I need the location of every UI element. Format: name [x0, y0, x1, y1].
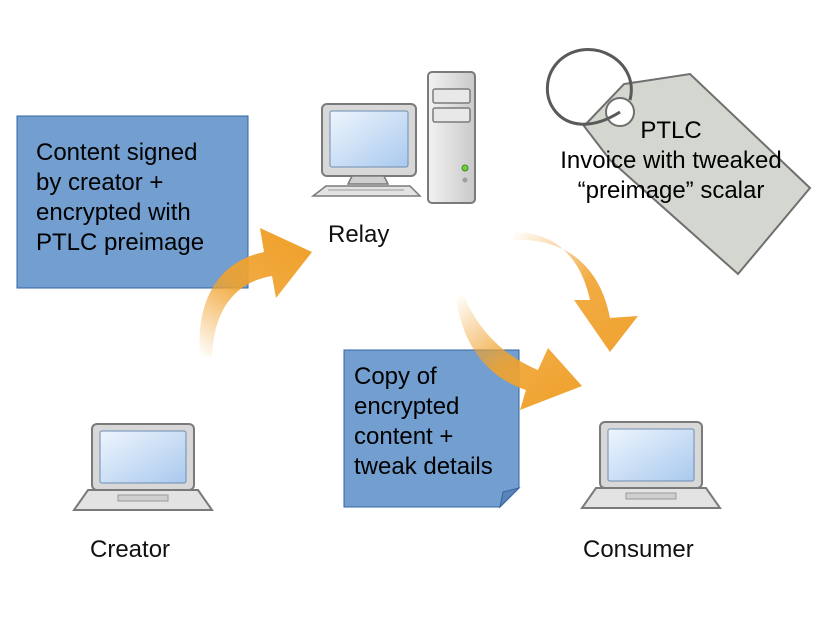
creator-note-box — [16, 115, 249, 289]
consumer-laptop-icon — [580, 421, 722, 509]
arrow-creator-to-relay — [199, 228, 312, 356]
relay-computer-icon — [310, 71, 476, 204]
ptlc-tag-text: PTLC Invoice with tweaked “preimage” sca… — [536, 116, 806, 206]
arrow-relay-note-to-consumer — [456, 296, 582, 410]
tag-line: Invoice with tweaked — [560, 147, 782, 174]
relay-label: Relay — [328, 221, 390, 248]
creator-note-line: by creator + — [36, 169, 164, 196]
ptlc-tag-icon — [545, 48, 812, 276]
relay-note-fold — [499, 487, 521, 509]
arrow-relay-to-consumer — [514, 232, 638, 352]
relay-note-line: content + — [354, 423, 454, 450]
relay-note-line: Copy of — [354, 363, 437, 390]
creator-note-line: Content signed — [36, 139, 198, 166]
creator-note-line: encrypted with — [36, 199, 191, 226]
creator-laptop-icon — [72, 423, 214, 511]
tag-line: “preimage” scalar — [577, 177, 765, 204]
creator-note-text: Content signed by creator + encrypted wi… — [36, 138, 204, 258]
creator-label: Creator — [90, 536, 171, 563]
consumer-label: Consumer — [583, 536, 694, 563]
creator-note-line: PTLC preimage — [36, 229, 205, 256]
relay-note-line: tweak details — [354, 453, 493, 480]
relay-note-line: encrypted — [354, 393, 460, 420]
tag-line: PTLC — [640, 117, 702, 144]
relay-note-text: Copy of encrypted content + tweak detail… — [354, 362, 493, 482]
